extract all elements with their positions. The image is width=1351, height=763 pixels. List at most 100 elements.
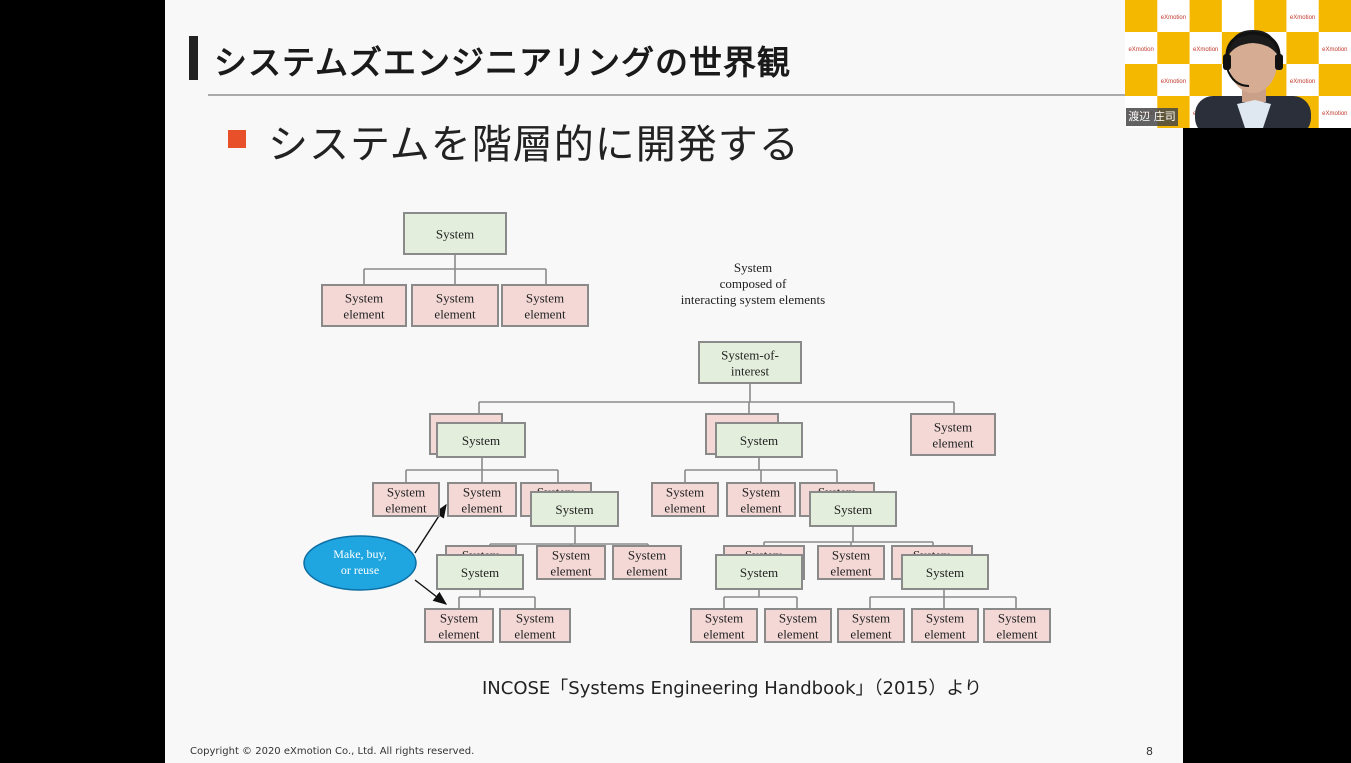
- slide-title: システムズエンジニアリングの世界観: [214, 43, 792, 82]
- backdrop-logo: eXmotion: [1128, 47, 1153, 53]
- backdrop-tile: [1125, 32, 1158, 65]
- node-label: System: [516, 611, 554, 626]
- presenter-name-tag: 渡辺 庄司: [1126, 108, 1178, 126]
- diagram-nodes: SystemSystemelementSystemelementSystemel…: [321, 212, 1051, 643]
- system-box: System: [436, 422, 526, 458]
- node-label: System: [555, 502, 593, 517]
- backdrop-logo: eXmotion: [1322, 47, 1347, 53]
- presenter-avatar: [1195, 30, 1311, 128]
- title-accent-bar: [189, 36, 198, 80]
- node-label: element: [514, 627, 556, 642]
- node-label: System: [628, 548, 666, 563]
- bullet-square-icon: [228, 130, 246, 148]
- node-label: System: [742, 485, 780, 500]
- bullet-text: システムを階層的に開発する: [268, 122, 800, 168]
- backdrop-tile: [1318, 32, 1351, 65]
- node-label: element: [703, 627, 745, 642]
- node-label: interest: [731, 364, 770, 379]
- node-label: System: [998, 611, 1036, 626]
- node-label: element: [777, 627, 819, 642]
- backdrop-tile: [1318, 96, 1351, 128]
- node-label: element: [438, 627, 480, 642]
- node-label: element: [461, 501, 503, 516]
- node-label: element: [932, 436, 974, 451]
- node-label: System: [740, 433, 778, 448]
- node-label: element: [924, 627, 966, 642]
- system-box: System: [530, 491, 619, 527]
- backdrop-logo: eXmotion: [1161, 15, 1186, 21]
- node-label: System: [705, 611, 743, 626]
- node-label: element: [434, 307, 476, 322]
- decision-arrows: [414, 503, 448, 605]
- backdrop-logo: eXmotion: [1290, 15, 1315, 21]
- node-label: System: [832, 548, 870, 563]
- backdrop-tile: [1189, 64, 1223, 97]
- decision-label: or reuse: [341, 563, 379, 577]
- node-label: System: [526, 291, 564, 306]
- backdrop-tile: [1221, 0, 1255, 33]
- backdrop-tile: [1189, 32, 1223, 65]
- node-label: System: [834, 502, 872, 517]
- title-underline: [208, 94, 1183, 96]
- make-buy-reuse-node: Make, buy, or reuse: [303, 535, 417, 591]
- citation: INCOSE「Systems Engineering Handbook」（201…: [482, 678, 982, 699]
- backdrop-tile: [1157, 0, 1191, 33]
- backdrop-tile: [1157, 64, 1191, 97]
- node-label: element: [664, 501, 706, 516]
- node-label: System: [462, 433, 500, 448]
- node-label: element: [996, 627, 1038, 642]
- backdrop-tile: [1189, 0, 1223, 33]
- node-label: element: [740, 501, 782, 516]
- system-box: System: [403, 212, 507, 255]
- node-label: System: [436, 291, 474, 306]
- node-label: System: [934, 420, 972, 435]
- backdrop-logo: eXmotion: [1290, 79, 1315, 85]
- backdrop-tile: [1125, 64, 1158, 97]
- system-box: System: [901, 554, 989, 590]
- copyright: Copyright © 2020 eXmotion Co., Ltd. All …: [190, 746, 475, 757]
- backdrop-tile: [1157, 32, 1191, 65]
- backdrop-tile: [1318, 0, 1351, 33]
- node-label: System: [440, 611, 478, 626]
- node-label: element: [385, 501, 427, 516]
- node-label: System: [740, 565, 778, 580]
- backdrop-tile: [1318, 64, 1351, 97]
- node-label: element: [343, 307, 385, 322]
- backdrop-tile: [1286, 0, 1320, 33]
- node-label: System: [926, 565, 964, 580]
- backdrop-tile: [1254, 0, 1287, 33]
- decision-label: Make, buy,: [333, 547, 387, 561]
- connector-lines: [363, 254, 1017, 609]
- system-box: System: [436, 554, 524, 590]
- backdrop-tile: [1125, 0, 1158, 33]
- node-label: System: [463, 485, 501, 500]
- page-number: 8: [1146, 745, 1153, 758]
- caption-line: interacting system elements: [681, 292, 825, 307]
- backdrop-tile: [1286, 64, 1320, 97]
- node-label: System: [552, 548, 590, 563]
- caption-line: composed of: [720, 276, 787, 291]
- node-label: element: [850, 627, 892, 642]
- node-label: element: [524, 307, 566, 322]
- backdrop-logo: eXmotion: [1193, 47, 1218, 53]
- backdrop-tile: [1286, 32, 1320, 65]
- system-box: System: [715, 554, 803, 590]
- node-label: element: [626, 564, 668, 579]
- node-label: System: [779, 611, 817, 626]
- system-box: System: [809, 491, 897, 527]
- node-label: System: [926, 611, 964, 626]
